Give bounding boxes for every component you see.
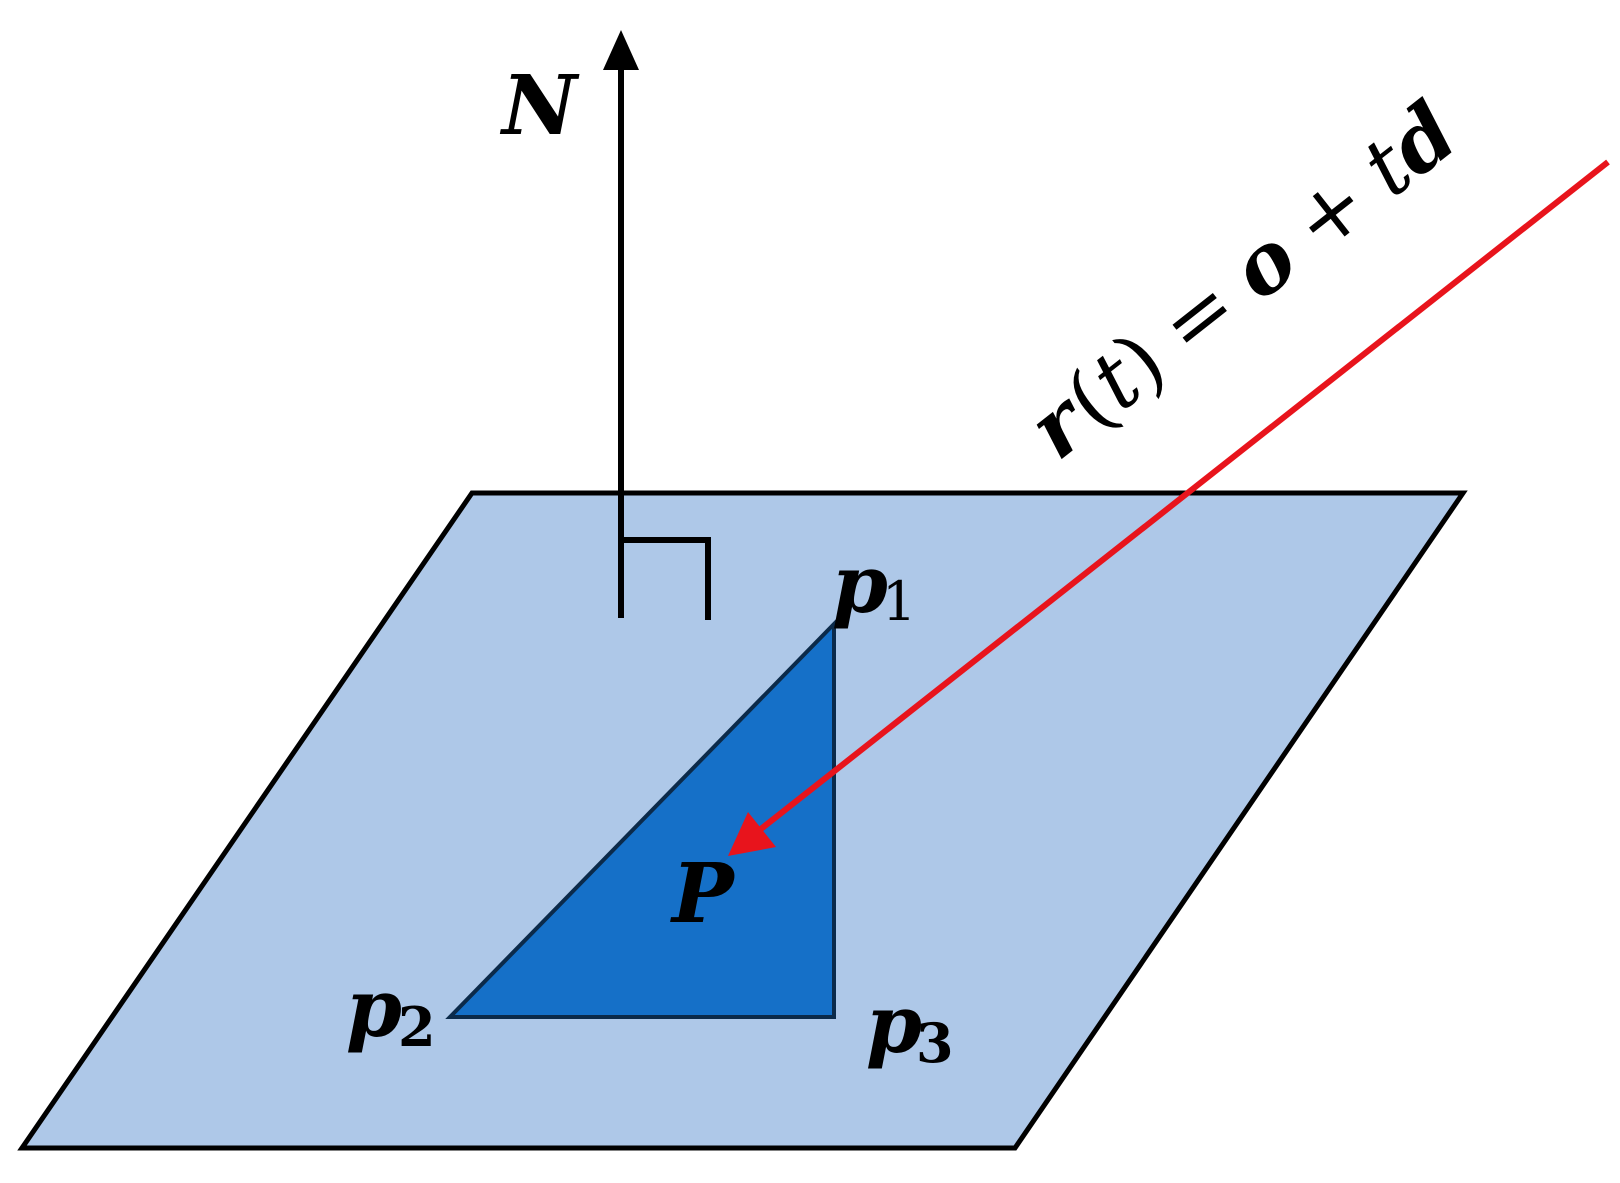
svg-text:p: p	[346, 961, 402, 1055]
normal-vector-arrowhead	[603, 30, 639, 70]
svg-text:p: p	[832, 537, 888, 631]
vertex-label-p2: p 2	[346, 961, 436, 1059]
svg-text:1: 1	[882, 570, 916, 633]
ray-equation-label: r(t)=o+td	[1011, 84, 1475, 478]
intersection-point-label: P	[670, 846, 736, 942]
triangle	[445, 619, 836, 1019]
right-angle-marker	[621, 537, 711, 620]
svg-text:3: 3	[916, 1011, 954, 1075]
svg-text:r(t)=o+td: r(t)=o+td	[1011, 84, 1475, 478]
vertex-label-p1: p 1	[832, 537, 916, 633]
svg-text:p: p	[866, 977, 922, 1071]
vertex-label-p3: p 3	[866, 977, 954, 1075]
ray-line	[750, 159, 1610, 839]
ray-arrowhead	[728, 812, 776, 856]
normal-label: N	[499, 58, 580, 154]
svg-text:2: 2	[398, 995, 436, 1059]
